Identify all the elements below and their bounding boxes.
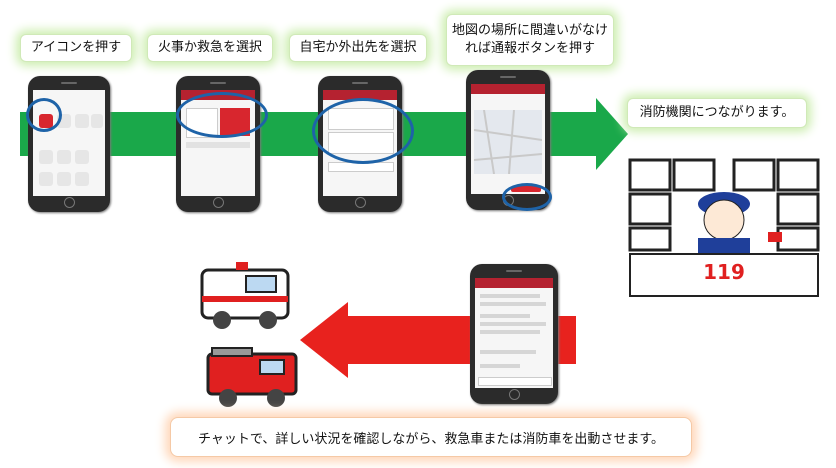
badge-119: 119 bbox=[703, 260, 745, 284]
highlight-ring-2 bbox=[176, 92, 268, 138]
step-3-label: 自宅か外出先を選択 bbox=[289, 34, 427, 62]
bottom-caption: チャットで、詳しい状況を確認しながら、救急車または消防車を出動させます。 bbox=[170, 417, 692, 457]
phone-chat bbox=[470, 264, 558, 404]
phone-map bbox=[466, 70, 550, 210]
step-4-label: 地図の場所に間違いがなければ通報ボタンを押す bbox=[446, 14, 614, 66]
fire-engine-illustration bbox=[204, 338, 300, 414]
ambulance-illustration bbox=[196, 256, 294, 332]
phone-home-screen bbox=[28, 76, 110, 212]
highlight-ring-4 bbox=[502, 183, 552, 211]
highlight-ring-1 bbox=[26, 98, 62, 132]
connected-label: 消防機関につながります。 bbox=[627, 98, 807, 128]
highlight-ring-3 bbox=[312, 98, 414, 164]
step-1-label: アイコンを押す bbox=[20, 34, 132, 62]
operator-illustration bbox=[628, 158, 820, 298]
step-2-label: 火事か救急を選択 bbox=[147, 34, 273, 62]
map-view[interactable] bbox=[473, 109, 543, 175]
chat-input[interactable] bbox=[478, 377, 552, 386]
